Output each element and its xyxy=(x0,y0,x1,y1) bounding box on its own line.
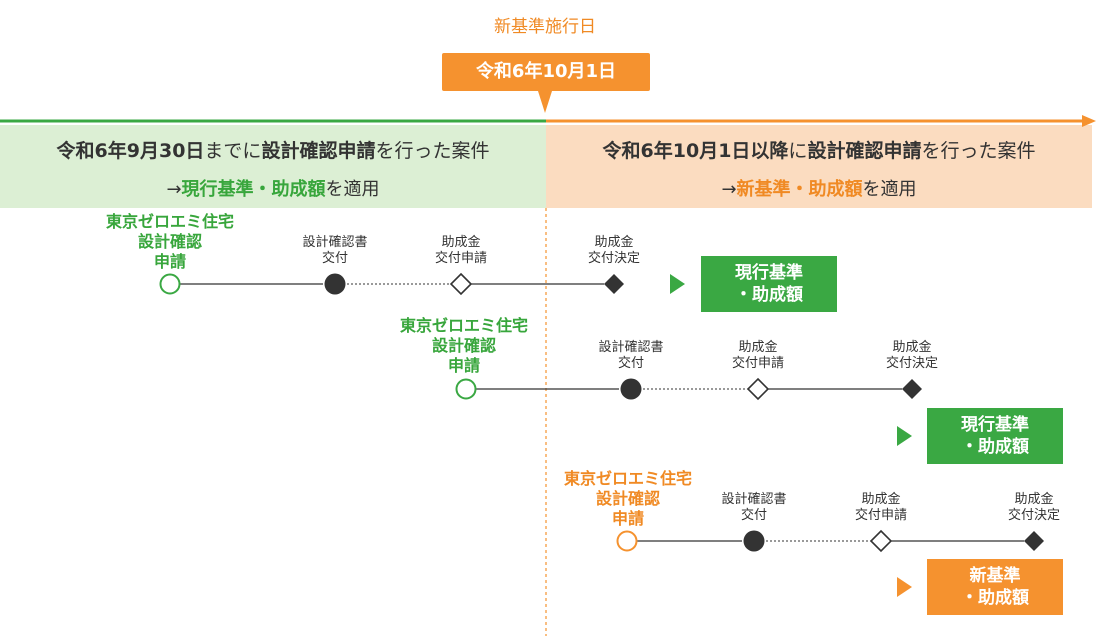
process-row-1 xyxy=(159,272,624,296)
grant-application-node-icon xyxy=(449,272,473,296)
row-2-result-box: 現行基準・助成額 xyxy=(927,408,1063,464)
current-band-subheading: →現行基準・助成額を適用 xyxy=(166,179,380,200)
grant-decision-node-icon xyxy=(1024,531,1044,551)
row-1-grant-application-label: 助成金交付申請 xyxy=(434,235,487,266)
grant-application-node-icon xyxy=(746,377,770,401)
row-3-grant-decision-label: 助成金交付決定 xyxy=(1007,492,1060,523)
timeline-arrowhead-icon xyxy=(1082,115,1096,127)
effective-date-box: 令和6年10月1日 xyxy=(442,53,650,91)
certificate-node-icon xyxy=(743,530,765,552)
row-2-grant-decision-label: 助成金交付決定 xyxy=(885,340,938,371)
date-pointer-icon xyxy=(538,91,552,113)
row-2-result-arrow-icon xyxy=(897,426,912,446)
row-1-grant-decision-label: 助成金交付決定 xyxy=(587,235,640,266)
new-band-subheading: →新基準・助成額を適用 xyxy=(721,179,917,200)
current-band-heading: 令和6年9月30日までに設計確認申請を行った案件 xyxy=(56,140,490,162)
row-1-apply-label: 東京ゼロエミ住宅 設計確認 申請 xyxy=(105,212,234,271)
apply-node-icon xyxy=(616,530,638,552)
process-row-3 xyxy=(616,529,1044,553)
row-1-certificate-label: 設計確認書交付 xyxy=(302,235,368,266)
row-2-apply-label: 東京ゼロエミ住宅 設計確認 申請 xyxy=(399,316,528,375)
current-standard-band xyxy=(0,125,546,208)
row-1-result-box: 現行基準・助成額 xyxy=(701,256,837,312)
row-1-result-arrow-icon xyxy=(670,274,685,294)
certificate-node-icon xyxy=(324,273,346,295)
row-3-grant-application-label: 助成金交付申請 xyxy=(854,492,907,523)
grant-decision-node-icon xyxy=(902,379,922,399)
grant-application-node-icon xyxy=(869,529,893,553)
row-3-apply-label: 東京ゼロエミ住宅 設計確認 申請 xyxy=(563,469,692,528)
apply-node-icon xyxy=(455,378,477,400)
row-2-grant-application-label: 助成金交付申請 xyxy=(731,340,784,371)
apply-node-icon xyxy=(159,273,181,295)
grant-decision-node-icon xyxy=(604,274,624,294)
row-3-result-arrow-icon xyxy=(897,577,912,597)
certificate-node-icon xyxy=(620,378,642,400)
effective-date-caption: 新基準施行日 xyxy=(494,17,596,37)
row-3-certificate-label: 設計確認書交付 xyxy=(721,492,787,523)
new-standard-band xyxy=(546,125,1092,208)
new-band-heading: 令和6年10月1日以降に設計確認申請を行った案件 xyxy=(602,140,1036,162)
row-3-result-box: 新基準・助成額 xyxy=(927,559,1063,615)
process-row-2 xyxy=(455,377,922,401)
row-2-certificate-label: 設計確認書交付 xyxy=(598,340,664,371)
